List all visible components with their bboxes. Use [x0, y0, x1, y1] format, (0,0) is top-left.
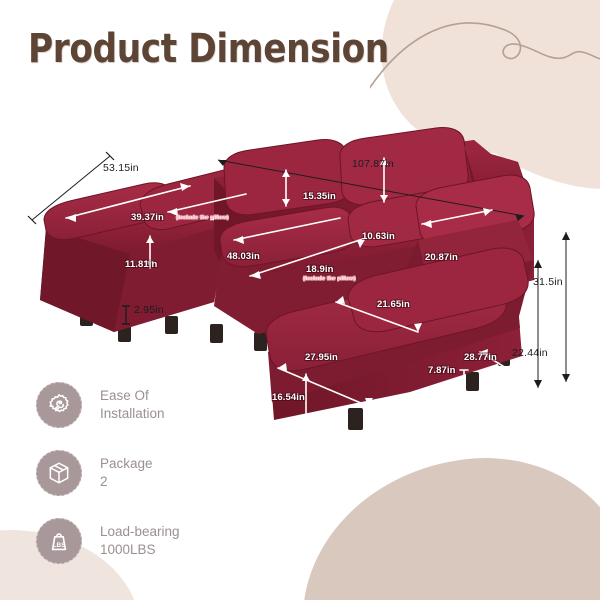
dimension-label-chaise-width-left: 11.81in [125, 259, 158, 270]
feature-line1: Ease Of [100, 387, 149, 403]
taupe-blob-bottom-right [287, 443, 600, 600]
dimension-note-seat-depth-main: (Include the pillow) [303, 276, 356, 282]
weight-lbs-icon: LBS [36, 518, 82, 564]
package-box-icon [36, 450, 82, 496]
right-chaise-module [265, 247, 529, 420]
feature-item-package: Package 2 [36, 450, 276, 496]
dimension-label-chaise-width-right: 16.54in [272, 392, 305, 403]
dimension-label-arm-pillow-length: 20.87in [425, 252, 458, 263]
feature-line1: Load-bearing [100, 523, 180, 539]
dimension-label-chaise-length-left: 39.37in [131, 212, 164, 223]
svg-text:LBS: LBS [53, 542, 66, 549]
decorative-line-art [370, 22, 600, 90]
page-title: Product Dimension [28, 26, 389, 72]
dimension-label-seat-depth-right: 21.65in [377, 299, 410, 310]
feature-list: Ease Of Installation Package 2 [36, 382, 276, 586]
dimension-label-leg-height: 2.95in [134, 304, 164, 316]
feature-line1: Package [100, 455, 153, 471]
exterior-dimension-lines [27, 151, 570, 388]
dimension-label-seat-depth-main: 18.9in [306, 264, 334, 275]
feature-item-load-bearing: LBS Load-bearing 1000LBS [36, 518, 276, 564]
gear-wrench-icon [36, 382, 82, 428]
left-chaise-module [40, 166, 263, 332]
dimension-label-seat-depth-corner: 28.77in [464, 352, 497, 363]
dimension-note-chaise-length-left: (Include the pillow) [176, 215, 229, 221]
dimension-label-seat-width-main: 48.03in [227, 251, 260, 262]
interior-dimension-lines [65, 157, 517, 421]
dimension-label-chaise-length-right: 27.95in [305, 352, 338, 363]
dimension-label-depth-overall: 53.15in [103, 162, 139, 174]
feature-line2: 1000LBS [100, 542, 156, 557]
dimension-label-seat-back-height: 22.44in [512, 347, 548, 359]
feature-item-ease-of-installation: Ease Of Installation [36, 382, 276, 428]
dimension-label-width-overall: 107.87in [352, 158, 394, 170]
sofa-illustration [27, 127, 570, 430]
dimension-label-arm-pillow-height: 10.63in [362, 231, 395, 242]
feature-text-package: Package 2 [100, 455, 153, 491]
feature-line2: 2 [100, 474, 108, 489]
dimension-label-seat-cushion-height: 7.87in [428, 365, 456, 376]
feature-text-load-bearing: Load-bearing 1000LBS [100, 523, 180, 559]
feature-line2: Installation [100, 406, 165, 421]
dimension-label-height-overall: 31.5in [533, 276, 563, 288]
feature-text-ease-of-installation: Ease Of Installation [100, 387, 165, 423]
dimension-label-back-cushion-height: 15.35in [303, 191, 336, 202]
